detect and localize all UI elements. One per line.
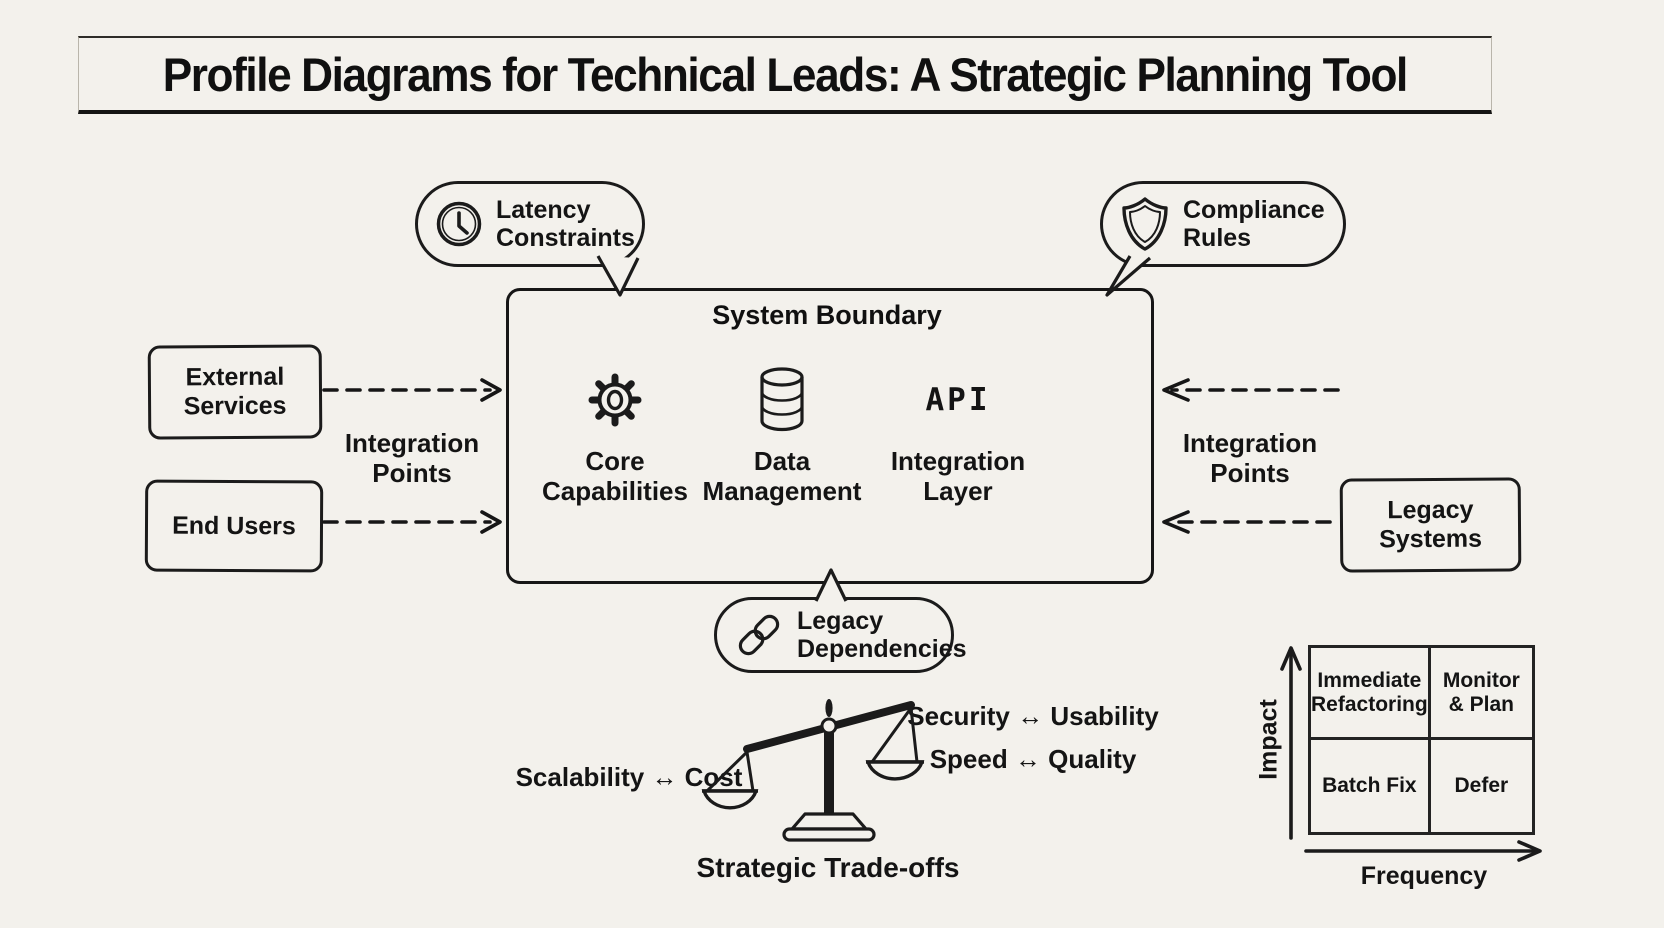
gear-icon bbox=[510, 362, 720, 438]
label-integration-points-right: Integration Points bbox=[1182, 428, 1318, 488]
callout-compliance-label: Compliance Rules bbox=[1183, 196, 1325, 252]
title-frame: Profile Diagrams for Technical Leads: A … bbox=[78, 36, 1492, 114]
component-integration-layer-label: Integration Layer bbox=[890, 446, 1026, 506]
callout-legacy-dependencies: Legacy Dependencies bbox=[714, 597, 967, 673]
label-integration-points-left: Integration Points bbox=[344, 428, 480, 488]
callout-latency: Latency Constraints bbox=[415, 181, 645, 267]
api-label: API bbox=[925, 382, 991, 418]
matrix-cell-immediate-refactoring: Immediate Refactoring bbox=[1311, 648, 1431, 740]
shield-icon bbox=[1119, 196, 1171, 252]
tradeoffs-caption: Strategic Trade-offs bbox=[696, 852, 960, 883]
tradeoff-security-usability: Security ↔ Usability bbox=[907, 701, 1159, 731]
matrix-cell-batch-fix: Batch Fix bbox=[1311, 740, 1431, 832]
matrix-impact-axis-label: Impact bbox=[1254, 699, 1283, 780]
system-boundary-title: System Boundary bbox=[712, 300, 942, 330]
component-integration-layer: API Integration Layer bbox=[853, 362, 1063, 506]
clock-icon bbox=[434, 199, 484, 249]
arrow-legacy-systems bbox=[1162, 510, 1332, 534]
callout-legacy-dependencies-label: Legacy Dependencies bbox=[797, 607, 967, 663]
arrow-end-users bbox=[322, 510, 502, 534]
tradeoff-scalability-cost: Scalability ↔ Cost bbox=[515, 762, 743, 792]
tradeoff-speed-quality: Speed ↔ Quality bbox=[929, 744, 1137, 774]
component-data-management-label: Data Management bbox=[702, 446, 862, 506]
arrow-external-services bbox=[322, 378, 502, 402]
priority-matrix-grid: Immediate Refactoring Monitor & Plan Bat… bbox=[1308, 645, 1535, 835]
node-legacy-systems: Legacy Systems bbox=[1339, 477, 1522, 573]
database-icon bbox=[677, 362, 887, 438]
matrix-cell-monitor-plan: Monitor & Plan bbox=[1430, 648, 1532, 740]
component-core-capabilities-label: Core Capabilities bbox=[542, 446, 688, 506]
chain-link-icon bbox=[733, 609, 785, 661]
matrix-x-axis-arrow bbox=[1304, 840, 1542, 862]
component-data-management: Data Management bbox=[677, 362, 887, 506]
node-end-users: End Users bbox=[144, 479, 324, 573]
arrow-right-inbound bbox=[1162, 378, 1340, 402]
matrix-cell-defer: Defer bbox=[1454, 774, 1509, 797]
callout-latency-label: Latency Constraints bbox=[496, 196, 635, 252]
page-title: Profile Diagrams for Technical Leads: A … bbox=[162, 47, 1409, 101]
callout-compliance: Compliance Rules bbox=[1100, 181, 1346, 267]
node-external-services: External Services bbox=[147, 344, 323, 440]
matrix-y-axis-arrow bbox=[1280, 646, 1302, 840]
component-core-capabilities: Core Capabilities bbox=[510, 362, 720, 506]
matrix-frequency-axis-label: Frequency bbox=[1360, 862, 1488, 890]
